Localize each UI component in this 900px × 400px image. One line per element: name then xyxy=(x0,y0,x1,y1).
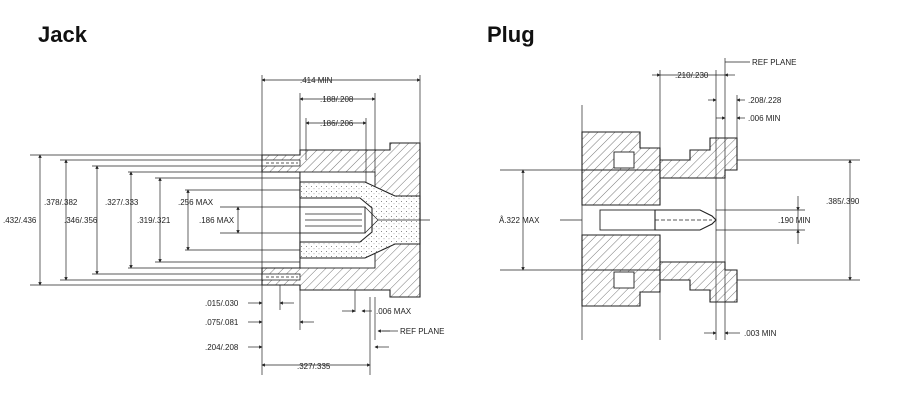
jack-dim-204-208: .204/.208 xyxy=(205,343,239,352)
plug-dim-006-min: .006 MIN xyxy=(748,114,781,123)
jack-ref-plane: REF PLANE xyxy=(400,327,444,336)
plug-title: Plug xyxy=(487,22,535,47)
jack-dim-319-321: .319/.321 xyxy=(137,216,171,225)
plug-dim-322-max: Å.322 MAX xyxy=(499,216,540,225)
jack-drawing: .414 MIN .188/.208 .186/.206 .432/.436 .… xyxy=(3,75,444,375)
plug-dim-210-230: .210/.230 xyxy=(675,71,709,80)
jack-bottom-dims xyxy=(248,301,398,367)
jack-dim-188-208: .188/.208 xyxy=(320,95,354,104)
jack-dim-414-min: .414 MIN xyxy=(300,76,333,85)
jack-title: Jack xyxy=(38,22,87,47)
jack-top-dims xyxy=(261,78,421,125)
plug-dim-385-390: .385/.390 xyxy=(826,197,860,206)
plug-ref-plane: REF PLANE xyxy=(752,58,796,67)
jack-dim-006-max: .006 MAX xyxy=(376,307,412,316)
plug-dim-003-min: .003 MIN xyxy=(744,329,777,338)
jack-axial-extensions xyxy=(261,75,421,375)
plug-dim-190-min: .190 MIN xyxy=(778,216,811,225)
plug-drawing: REF PLANE .210/.230 .208/.228 .006 MIN .… xyxy=(499,58,860,340)
jack-dim-186-max: .186 MAX xyxy=(199,216,235,225)
jack-dim-432-436: .432/.436 xyxy=(3,216,37,225)
jack-dim-075-081: .075/.081 xyxy=(205,318,239,327)
jack-body xyxy=(261,142,430,298)
jack-extension-lines xyxy=(30,154,300,286)
jack-dim-186-206: .186/.206 xyxy=(320,119,354,128)
jack-dim-327-335: .327/.335 xyxy=(297,362,331,371)
plug-dims xyxy=(521,61,852,335)
plug-extension-lines xyxy=(500,58,860,340)
jack-dim-015-030: .015/.030 xyxy=(205,299,239,308)
plug-body xyxy=(581,131,738,307)
jack-dim-346-356: .346/.356 xyxy=(64,216,98,225)
jack-vertical-dims xyxy=(38,154,240,286)
jack-dim-378-382: .378/.382 xyxy=(44,198,78,207)
jack-dim-327-333: .327/.333 xyxy=(105,198,139,207)
jack-dim-256-max: .256 MAX xyxy=(178,198,214,207)
plug-dim-208-228: .208/.228 xyxy=(748,96,782,105)
